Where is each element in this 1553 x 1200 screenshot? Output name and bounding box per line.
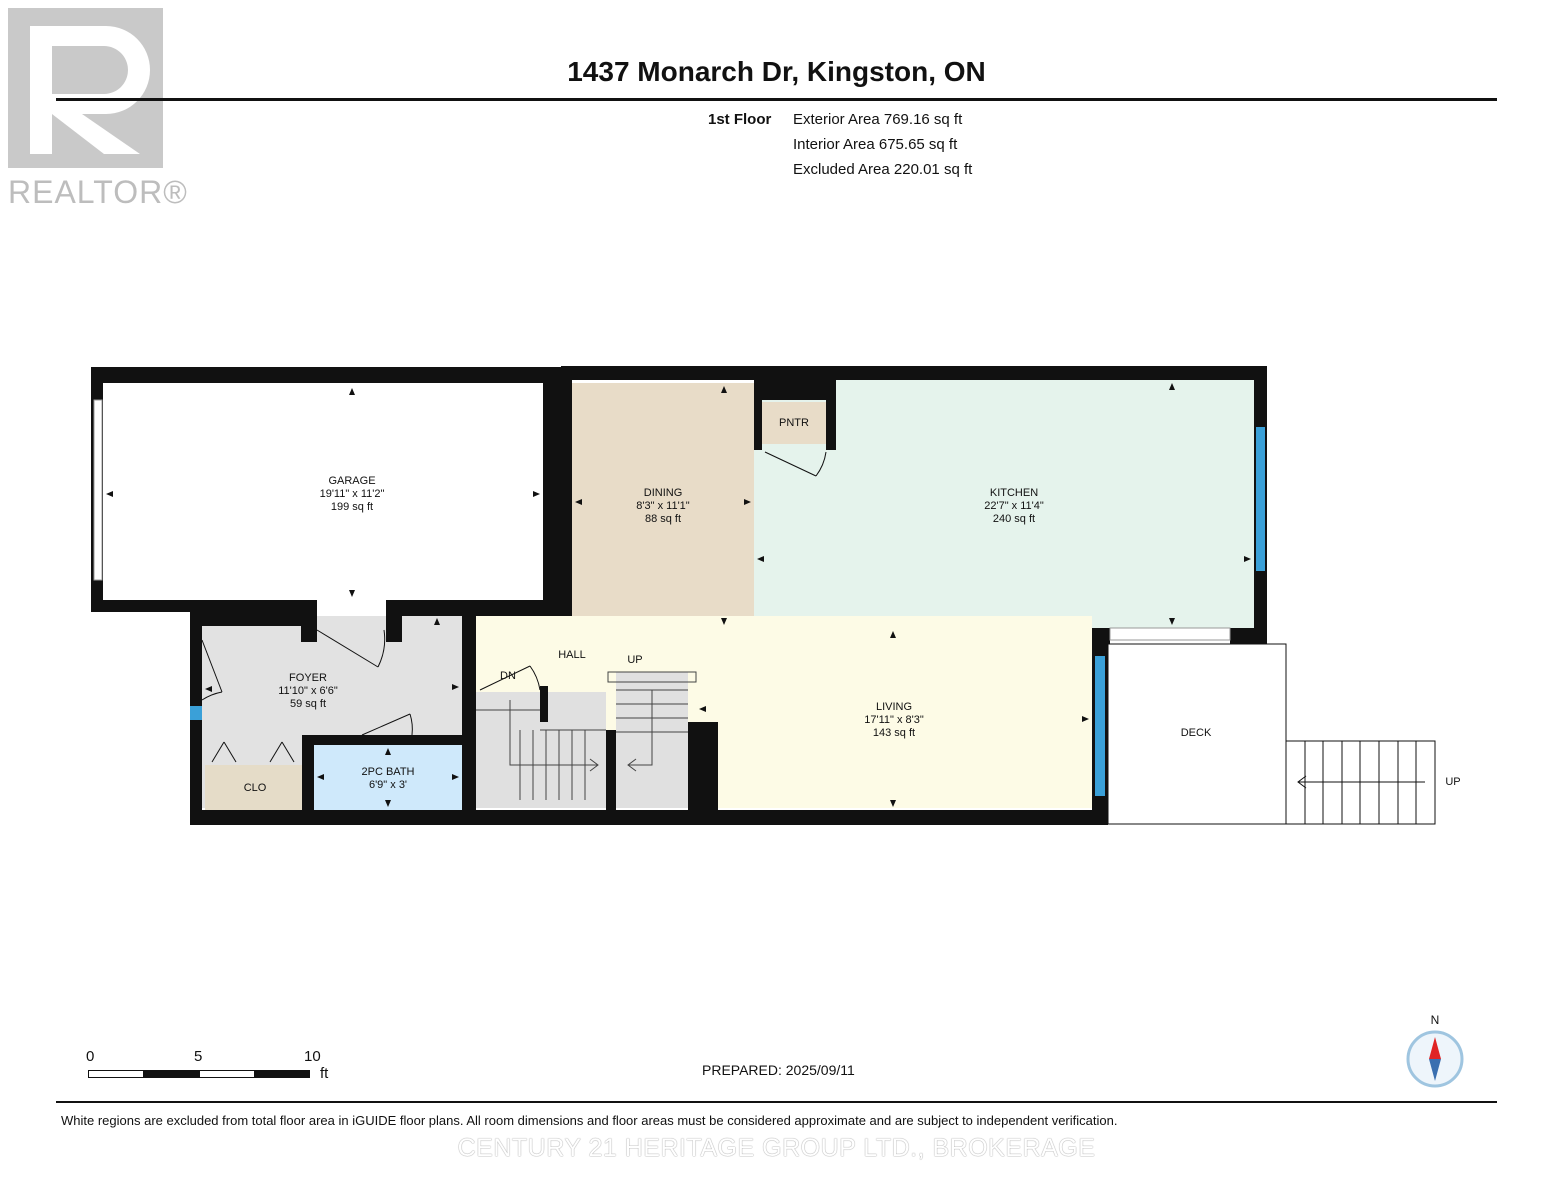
stairs [476, 671, 697, 800]
prepared-date: PREPARED: 2025/09/11 [702, 1062, 855, 1078]
scale-unit: ft [320, 1065, 329, 1082]
living-dims: 17'11" x 8'3" [864, 714, 924, 726]
scale-label-10: 10 [304, 1048, 321, 1065]
logo-wordmark: REALTOR® [8, 174, 188, 210]
living-label: LIVING 17'11" x 8'3" 143 sq ft [864, 701, 924, 740]
brokerage-watermark: CENTURY 21 HERITAGE GROUP LTD., BROKERAG… [457, 1134, 1096, 1162]
foyer-label: FOYER 11'10" x 6'6" 59 sq ft [278, 672, 338, 711]
patio-door [1109, 627, 1231, 641]
deck-stairs-up-label: UP [1445, 776, 1461, 788]
north-compass: N [1403, 1013, 1467, 1089]
scale-bar: 0 5 10 ft [86, 1048, 346, 1088]
bath-fill [314, 745, 462, 810]
bath-dims: 6'9" x 3' [368, 779, 408, 791]
windows [190, 427, 1265, 796]
closet-label: CLO [243, 782, 267, 794]
compass-icon [1406, 1030, 1464, 1088]
disclaimer-text: White regions are excluded from total fl… [61, 1113, 1118, 1128]
garage-door [93, 399, 103, 581]
excluded-area: Excluded Area 220.01 sq ft [793, 161, 973, 178]
deck-label: DECK [1180, 727, 1212, 739]
hall-label: HALL [558, 649, 586, 661]
kitchen-dims: 22'7" x 11'4" [984, 500, 1044, 512]
living-area: 143 sq ft [872, 727, 916, 739]
bath-label: 2PC BATH 6'9" x 3' [362, 766, 415, 792]
dining-area: 88 sq ft [644, 513, 682, 525]
floor-label: 1st Floor [708, 111, 772, 128]
doors [201, 451, 827, 763]
scale-segment-3 [199, 1070, 255, 1078]
bath-name: 2PC BATH [361, 766, 415, 778]
foyer-dims: 11'10" x 6'6" [278, 685, 338, 697]
scale-label-5: 5 [194, 1048, 203, 1065]
deck-stairs [1285, 740, 1436, 825]
compass-north-label: N [1430, 1013, 1440, 1027]
scale-segment-1 [88, 1070, 144, 1078]
closet-fill [205, 765, 305, 810]
kitchen-label: KITCHEN 22'7" x 11'4" 240 sq ft [984, 487, 1044, 526]
living-name: LIVING [875, 701, 913, 713]
walls [91, 366, 1267, 825]
garage-label: GARAGE 19'11" x 11'2" 199 sq ft [320, 475, 385, 514]
dimension-arrows [106, 383, 1251, 807]
kitchen-area: 240 sq ft [992, 513, 1036, 525]
deck-outline [1107, 643, 1287, 825]
realtor-logo: REALTOR® [8, 8, 187, 210]
foyer-area: 59 sq ft [289, 698, 327, 710]
kitchen-fill [754, 380, 1254, 628]
foyer-name: FOYER [289, 672, 327, 684]
dining-label: DINING 8'3" x 11'1" 88 sq ft [636, 487, 689, 526]
title-divider [56, 98, 1497, 101]
page-title: 1437 Monarch Dr, Kingston, ON [567, 56, 986, 87]
stairs-up-label: UP [627, 654, 643, 666]
garage-dims: 19'11" x 11'2" [319, 488, 385, 500]
pantry-fill [762, 402, 826, 444]
pantry-label: PNTR [779, 417, 809, 429]
scale-segment-2 [143, 1070, 200, 1078]
scale-segment-4 [254, 1070, 310, 1078]
footer-divider [56, 1101, 1497, 1103]
interior-area: Interior Area 675.65 sq ft [793, 136, 958, 153]
dining-dims: 8'3" x 11'1" [636, 500, 690, 512]
garage-name: GARAGE [328, 475, 376, 487]
garage-fill [103, 383, 543, 600]
exterior-area: Exterior Area 769.16 sq ft [793, 111, 963, 128]
stairs-down-label: DN [500, 670, 516, 682]
kitchen-name: KITCHEN [989, 487, 1039, 499]
dining-fill [572, 383, 754, 628]
garage-area: 199 sq ft [330, 501, 374, 513]
scale-label-0: 0 [86, 1048, 95, 1065]
dining-name: DINING [643, 487, 683, 499]
